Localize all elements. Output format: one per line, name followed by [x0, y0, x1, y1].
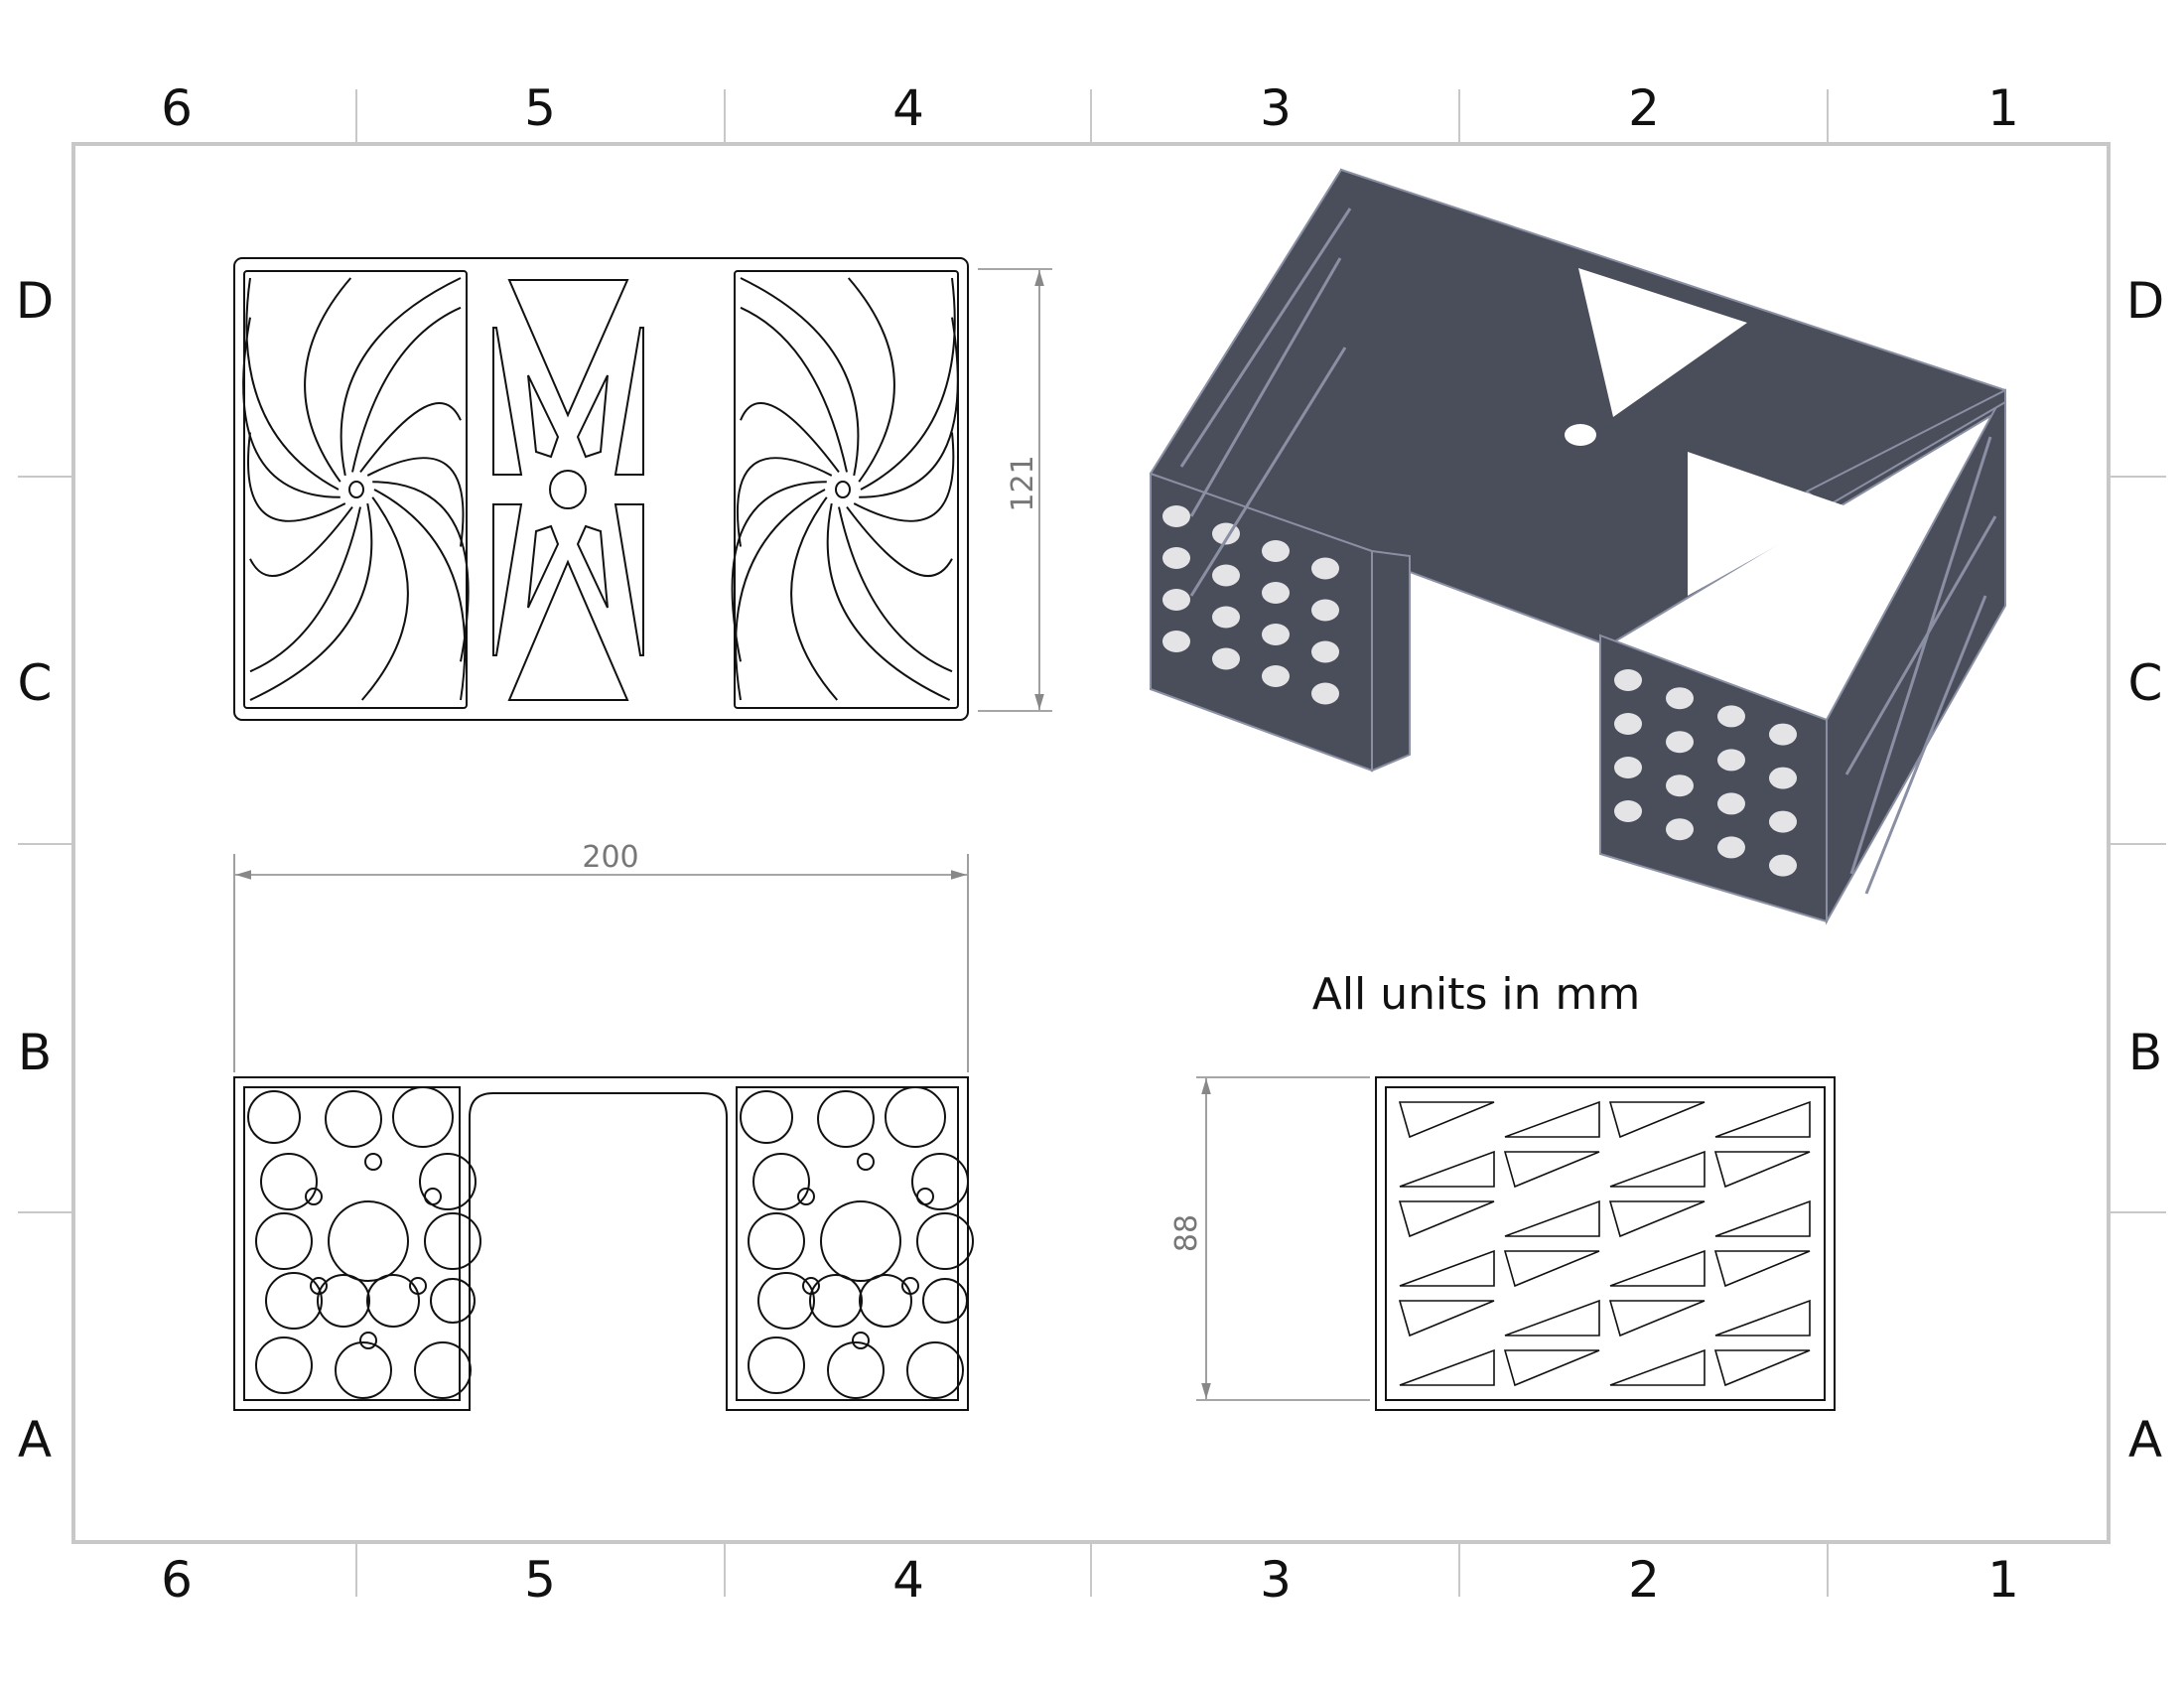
column-label: 2: [1628, 79, 1660, 137]
row-label: C: [2128, 654, 2163, 712]
iso-front-left-leg-inner: [1371, 549, 1411, 773]
column-label: 4: [892, 1551, 924, 1609]
iso-bridge-opening: [1578, 268, 1747, 417]
iso-center-hole: [1565, 424, 1596, 446]
circle-pattern-right: [740, 1086, 974, 1399]
triangle-pattern: [1398, 1100, 1811, 1387]
column-label: 1: [1987, 1551, 2019, 1609]
column-label: 6: [161, 1551, 193, 1609]
dimension-width: 200: [582, 840, 638, 875]
top-view: 121: [233, 257, 1052, 721]
column-label: 5: [524, 79, 556, 137]
swirl-pattern-left: [242, 277, 470, 701]
column-label: 5: [524, 1551, 556, 1609]
circle-pattern-left: [247, 1086, 481, 1399]
iso-lattice: [1179, 208, 1997, 895]
row-label: C: [18, 654, 53, 712]
iso-bridge-opening: [1688, 452, 1846, 596]
row-label: A: [2128, 1411, 2162, 1469]
column-label: 6: [161, 79, 193, 137]
side-view: 88: [1169, 1076, 1836, 1411]
dimension-height-top: 121: [1006, 455, 1040, 511]
column-label: 1: [1987, 79, 2019, 137]
row-label: B: [18, 1024, 52, 1081]
row-label: D: [16, 272, 55, 330]
star-pattern: [492, 279, 644, 701]
units-note: All units in mm: [1312, 969, 1641, 1020]
row-label: A: [18, 1411, 52, 1469]
zone-ticks: [18, 89, 2166, 1597]
front-view: 200: [233, 840, 974, 1411]
iso-right-leg-holes: [1614, 669, 1797, 877]
row-label: D: [2126, 272, 2165, 330]
swirl-pattern-right: [731, 277, 959, 701]
row-label: B: [2128, 1024, 2162, 1081]
column-label: 3: [1260, 1551, 1292, 1609]
column-label: 2: [1628, 1551, 1660, 1609]
isometric-view: [1149, 168, 2006, 925]
dimension-height-side: 88: [1169, 1214, 1204, 1252]
column-label: 4: [892, 79, 924, 137]
column-label: 3: [1260, 79, 1292, 137]
